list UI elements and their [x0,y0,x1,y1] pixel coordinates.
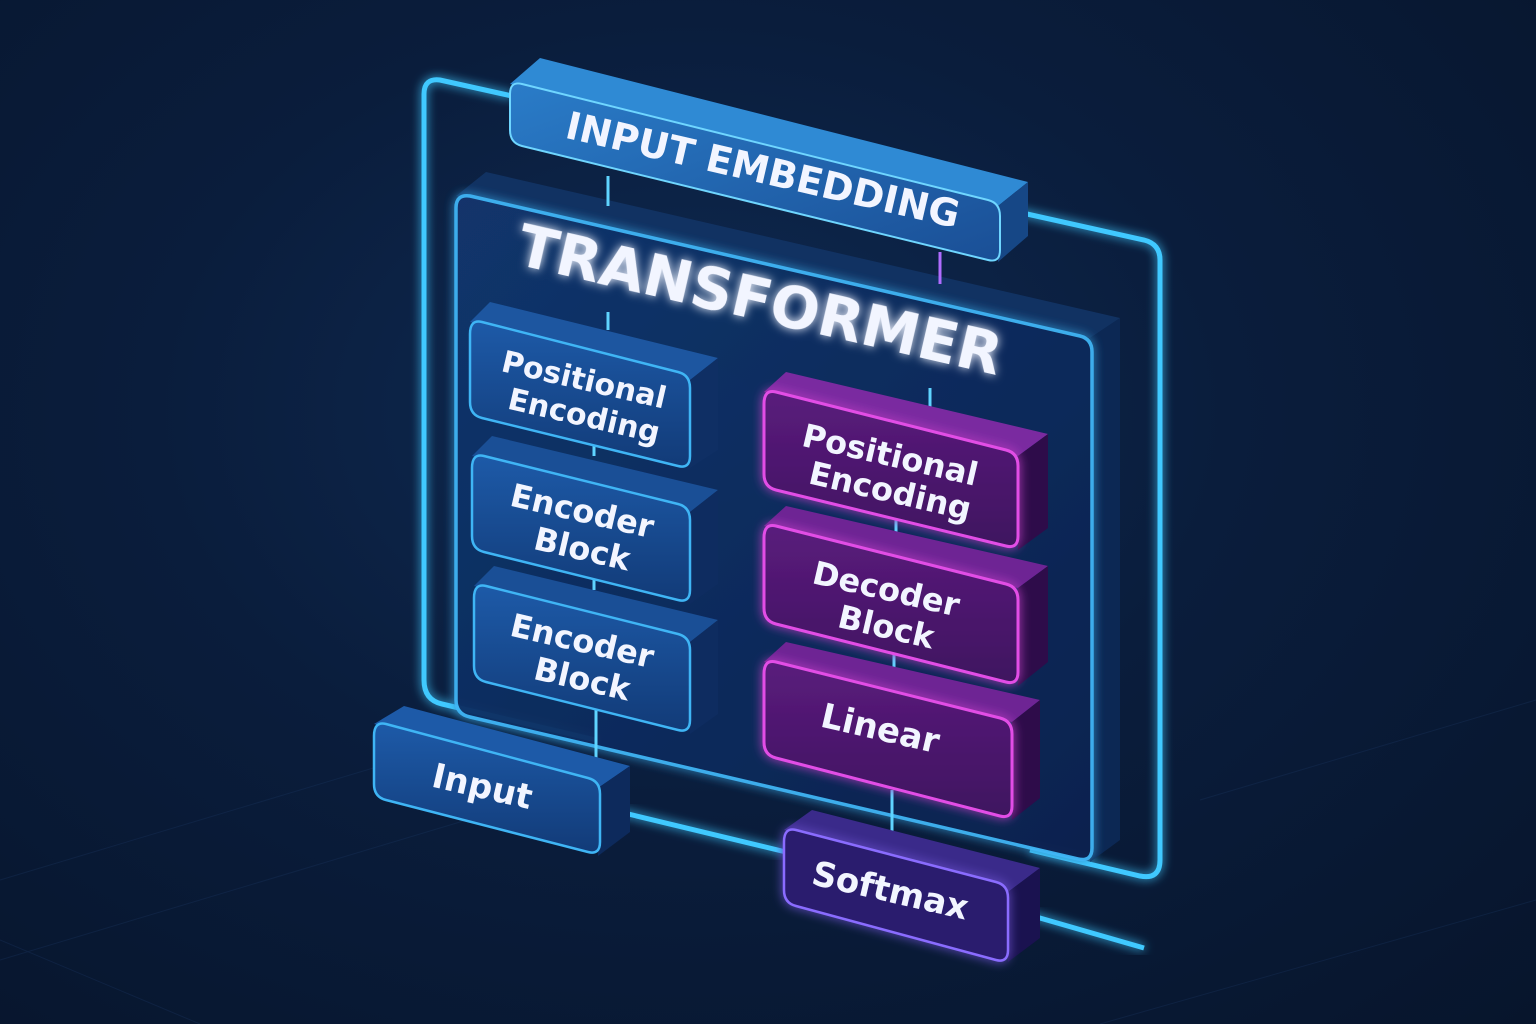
diagram-canvas: INPUT EMBEDDING TRANSFORMER Positional E… [0,0,1536,1024]
transformer-diagram: INPUT EMBEDDING TRANSFORMER Positional E… [0,0,1536,1024]
